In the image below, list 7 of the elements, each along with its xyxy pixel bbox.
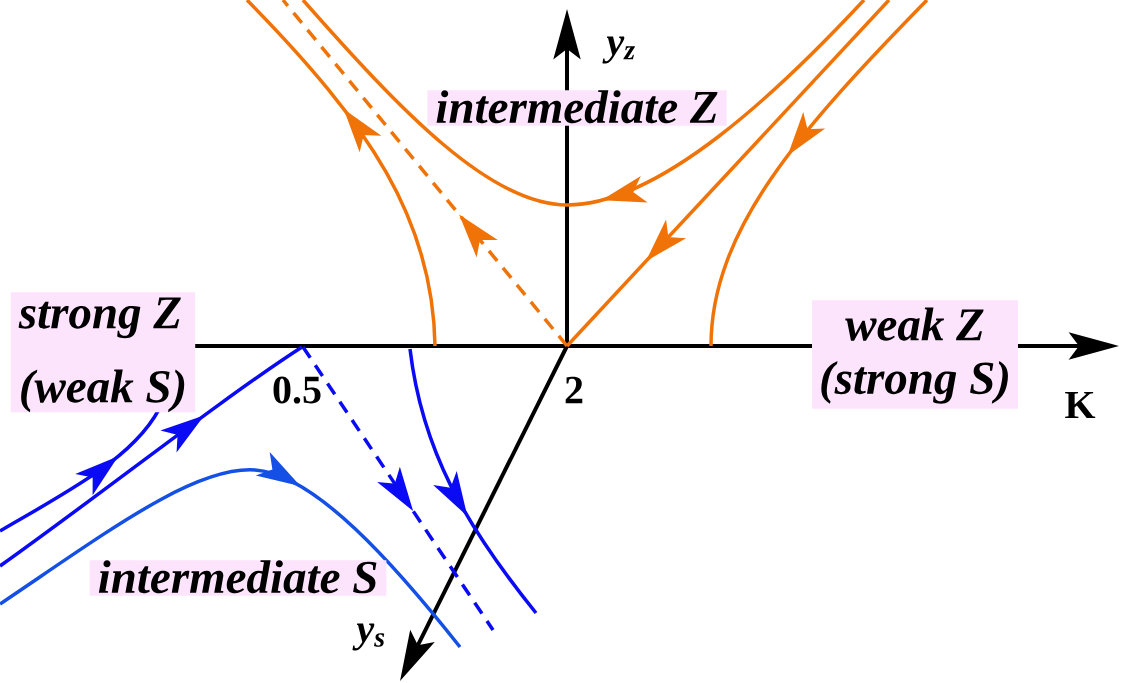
axis-label: K — [1065, 391, 1096, 419]
highlighted-label: intermediate Z — [427, 90, 727, 126]
highlighted-label: intermediate S — [89, 560, 387, 596]
highlighted-label: strong Z (weak S) — [10, 292, 196, 413]
tick-label: 2 — [565, 376, 583, 404]
highlighted-label: weak Z (strong S) — [812, 300, 1018, 409]
tick-label: 0.5 — [273, 376, 321, 404]
